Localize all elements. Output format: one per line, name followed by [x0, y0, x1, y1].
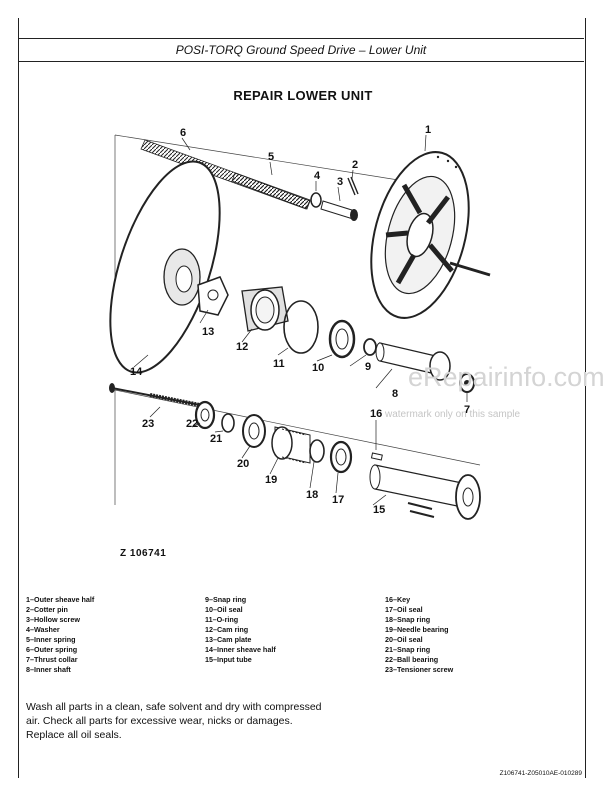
legend-item: 12–Cam ring	[205, 625, 249, 634]
legend-item: 11–O-ring	[205, 615, 239, 624]
part-19-needle-bearing	[271, 426, 311, 464]
part-1-outer-sheave-half	[370, 151, 470, 319]
legend-item: 1–Outer sheave half	[26, 595, 95, 604]
callout-13: 13	[202, 326, 214, 338]
legend-item: 9–Snap ring	[205, 595, 247, 604]
watermark-brand: eRepairinfo.com	[408, 362, 605, 392]
watermark-notice: watermark only on this sample	[385, 409, 521, 420]
callout-9: 9	[365, 361, 371, 373]
cleaning-instructions: Wash all parts in a clean, safe solvent …	[26, 701, 322, 741]
legend-item: 15–Input tube	[205, 655, 252, 664]
page-header: POSI-TORQ Ground Speed Drive – Lower Uni…	[18, 38, 584, 62]
legend-item: 7–Thrust collar	[26, 655, 78, 664]
legend-item: 13–Cam plate	[205, 635, 252, 644]
callout-4: 4	[314, 170, 321, 182]
legend-item: 23–Tensioner screw	[385, 665, 454, 674]
callout-2: 2	[352, 159, 358, 171]
legend-item: 22–Ball bearing	[385, 655, 439, 664]
part-4-washer	[310, 192, 322, 208]
part-5-inner-spring	[231, 172, 311, 210]
callout-14: 14	[130, 366, 143, 378]
legend-item: 8–Inner shaft	[26, 665, 71, 674]
part-9-snap-ring	[363, 338, 377, 356]
legend-item: 16–Key	[385, 595, 411, 604]
part-15-input-tube	[369, 464, 481, 520]
callout-23: 23	[142, 418, 154, 430]
callout-16: 16	[370, 408, 382, 420]
part-10-oil-seal	[328, 319, 356, 359]
callout-12: 12	[236, 341, 248, 353]
legend-item: 18–Snap ring	[385, 615, 431, 624]
legend-item: 21–Snap ring	[385, 645, 431, 654]
part-7-thrust-collar	[459, 373, 475, 393]
callout-3: 3	[337, 176, 343, 188]
part-2-cotter-pin	[347, 176, 359, 196]
callout-11: 11	[273, 358, 285, 370]
legend-item: 5–Inner spring	[26, 635, 76, 644]
part-3-hollow-screw	[320, 200, 358, 221]
part-13-cam-plate	[197, 276, 229, 316]
bolt	[449, 261, 491, 277]
part-17-oil-seal	[329, 440, 353, 474]
part-21-snap-ring	[221, 413, 235, 433]
callout-1: 1	[425, 124, 431, 136]
page-frame	[18, 18, 586, 778]
part-11-o-ring	[283, 300, 319, 354]
legend-item: 2–Cotter pin	[26, 605, 68, 614]
legend-item: 6–Outer spring	[26, 645, 78, 654]
legend-item: 14–Inner sheave half	[205, 645, 276, 654]
callout-8: 8	[392, 388, 398, 400]
legend-item: 19–Needle bearing	[385, 625, 449, 634]
part-8-inner-shaft	[375, 342, 451, 381]
legend-item: 4–Washer	[26, 625, 60, 634]
callout-18: 18	[306, 489, 318, 501]
callout-7: 7	[464, 404, 470, 416]
callout-5: 5	[268, 151, 274, 163]
callout-19: 19	[265, 474, 277, 486]
part-14-inner-sheave-half	[109, 160, 221, 374]
part-12-cam-ring	[241, 286, 289, 332]
legend-item: 20–Oil seal	[385, 635, 423, 644]
part-16-key	[370, 452, 383, 461]
part-18-snap-ring	[309, 439, 325, 463]
callout-17: 17	[332, 494, 344, 506]
callout-22: 22	[186, 418, 198, 430]
header-title: POSI-TORQ Ground Speed Drive – Lower Uni…	[175, 43, 427, 57]
legend-item: 10–Oil seal	[205, 605, 243, 614]
figure-id: Z 106741	[120, 548, 167, 559]
part-23-tensioner-screw	[109, 383, 201, 407]
part-22-ball-bearing	[194, 400, 216, 430]
callout-15: 15	[373, 504, 385, 516]
legend-item: 3–Hollow screw	[26, 615, 80, 624]
legend-item: 17–Oil seal	[385, 605, 423, 614]
callout-20: 20	[237, 458, 249, 470]
callout-21: 21	[210, 433, 222, 445]
footer-code: Z106741-Z05010AE-010289	[499, 770, 582, 777]
section-title: REPAIR LOWER UNIT	[233, 88, 373, 103]
callout-10: 10	[312, 362, 324, 374]
part-20-oil-seal	[242, 414, 266, 448]
callout-6: 6	[180, 127, 186, 139]
